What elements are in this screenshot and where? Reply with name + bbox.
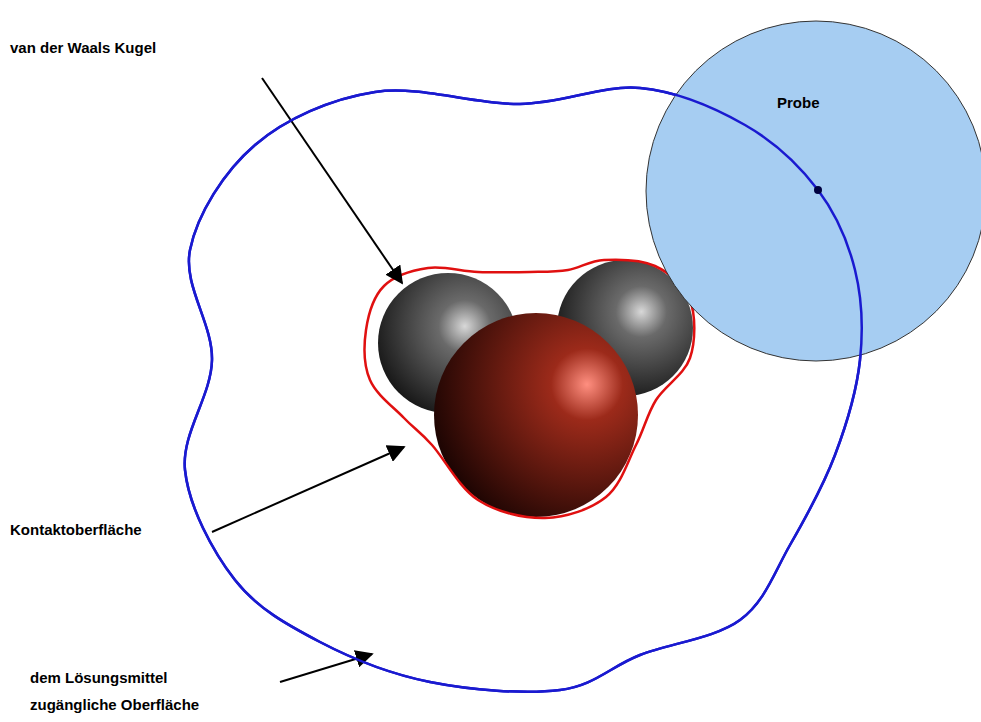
part-label: Kontaktoberfläche [10,516,142,543]
probe-label: Probe [777,94,820,111]
contact-surface [365,260,695,518]
leader-arrow [262,78,402,283]
leader-arrow [212,447,404,532]
part-label: van der Waals Kugel [10,34,156,61]
part-label: dem Lösungsmittel zugängliche Oberfläche [30,664,205,718]
probe-center-dot [814,186,822,194]
leader-arrow [280,654,372,682]
probe-outline [645,20,981,362]
solvent-accessible-surface [185,88,862,692]
probe-circle: Probe [645,20,981,362]
